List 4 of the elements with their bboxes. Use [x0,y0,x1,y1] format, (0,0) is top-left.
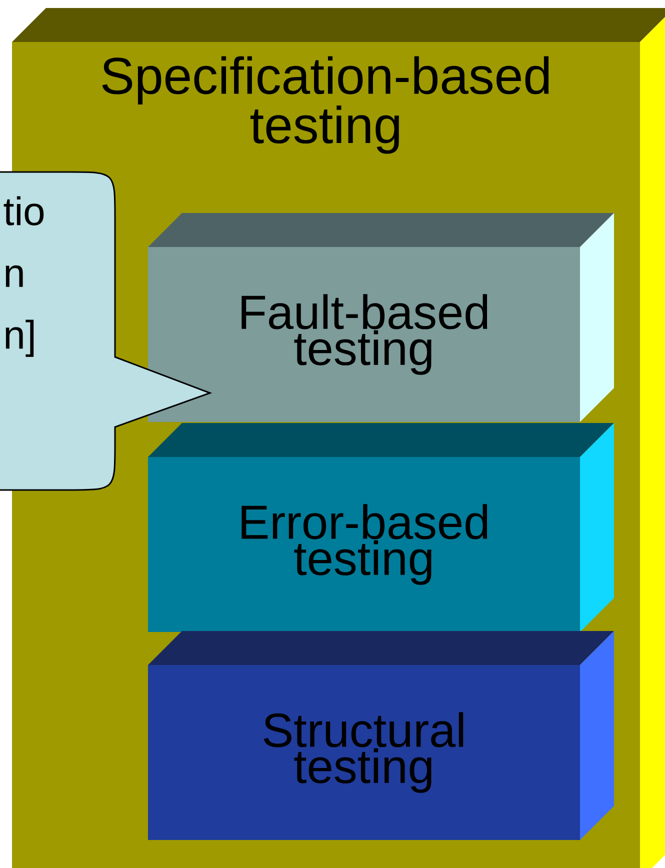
testing-block: Fault-based testing [148,213,614,422]
testing-block: Structural testing [148,631,614,840]
callout-bubble: tio n n] [0,171,211,491]
testing-block: Error-based testing [148,423,614,632]
